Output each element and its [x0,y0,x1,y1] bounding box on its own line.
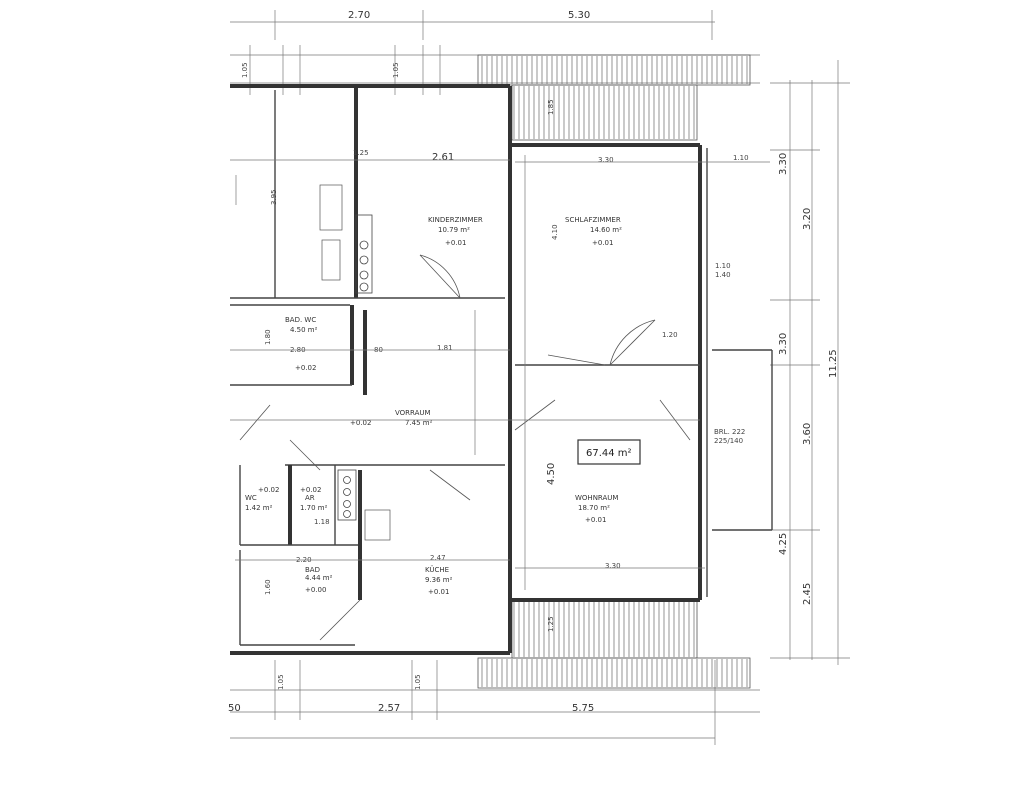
room-bad-wc: BAD. WC 4.50 m² +0.02 [285,316,318,372]
dim-right-2-45: 2.45 [802,583,813,605]
room-schlafzimmer: SCHLAFZIMMER 14.60 m² +0.01 [565,216,622,247]
dimension-lines-right: 3.30 3.20 3.30 11.25 3.60 4.25 2.45 [770,60,850,665]
inner-walls [230,86,700,646]
dim-1-05-d: 1.05 [414,674,422,690]
outer-walls [230,84,708,655]
room-name-abstell: AR [305,494,315,502]
total-area: 67.44 m² [586,448,632,459]
total-area-box: 67.44 m² [577,439,641,465]
dim-1-20: 1.20 [662,331,678,339]
room-area-bad-wc: 4.50 m² [290,326,318,334]
dim-1-05-b: 1.05 [392,62,400,78]
dimension-lines-bottom: 50 2.57 5.75 1.05 1.05 [228,660,760,745]
dim-3-30-b: 3.30 [605,562,621,570]
dim-right-3-30-a: 3.30 [778,153,789,175]
dim-4-10: 4.10 [551,224,559,240]
room-kueche: KÜCHE 9.36 m² +0.01 [425,565,453,596]
room-wc: WC 1.42 m² +0.02 [245,486,279,512]
room-level-vorraum: +0.02 [350,419,371,427]
room-name-kueche: KÜCHE [425,565,449,574]
dim-1-60: 1.60 [264,579,272,595]
room-name-schlafzimmer: SCHLAFZIMMER [565,216,621,224]
dim-1-18: 1.18 [314,518,330,526]
dim-bottom-2-57: 2.57 [378,703,400,714]
dim-1-85: 1.85 [547,99,555,115]
room-name-wohnraum: WOHNRAUM [575,494,618,502]
room-level-abstell: +0.02 [300,486,321,494]
dim-3-30-a: 3.30 [598,156,614,164]
room-area-abstell: 1.70 m² [300,504,328,512]
dim-right-3-20: 3.20 [802,208,813,230]
dim-1-10: 1.10 [733,154,749,162]
room-level-wohnraum: +0.01 [585,516,606,524]
room-area-kinderzimmer: 10.79 m² [438,226,470,234]
room-level-kueche: +0.01 [428,588,449,596]
stove-fixtures [319,184,391,541]
dim-4-50: 4.50 [546,463,557,485]
room-abstell: AR 1.70 m² +0.02 [300,486,328,512]
room-level-bad2: +0.00 [305,586,326,594]
dim-2-47: 2.47 [430,554,446,562]
room-vorraum: VORRAUM 7.45 m² +0.02 [350,409,433,427]
room-area-kueche: 9.36 m² [425,576,453,584]
dim-right-4-25: 4.25 [778,533,789,555]
dim-right-11-25: 11.25 [828,349,839,378]
dim-right-3-30-b: 3.30 [778,333,789,355]
room-level-bad-wc: +0.02 [295,364,316,372]
room-level-wc: +0.02 [258,486,279,494]
room-area-wohnraum: 18.70 m² [578,504,610,512]
dim-1-25-b: 1.25 [547,616,555,632]
dim-bottom-50: 50 [228,703,241,714]
room-area-bad2: 4.44 m² [305,574,333,582]
room-bad2: BAD 4.44 m² +0.00 [305,566,333,594]
dim-top-5-30: 5.30 [568,10,590,21]
dim-1-05-c: 1.05 [277,674,285,690]
dim-1-81: 1.81 [437,344,453,352]
dim-1-80: 1.80 [264,329,272,345]
room-level-kinderzimmer: +0.01 [445,239,466,247]
room-name-wc: WC [245,494,257,502]
dim-1-05-a: 1.05 [241,62,249,78]
dim-right-3-60: 3.60 [802,423,813,445]
dim-top-2-70: 2.70 [348,10,370,21]
room-area-schlafzimmer: 14.60 m² [590,226,622,234]
room-name-bad2: BAD [305,566,320,574]
room-name-vorraum: VORRAUM [395,409,431,417]
room-level-schlafzimmer: +0.01 [592,239,613,247]
room-name-bad-wc: BAD. WC [285,316,316,324]
room-area-wc: 1.42 m² [245,504,273,512]
room-name-kinderzimmer: KINDERZIMMER [428,216,483,224]
dim-3-95: 3.95 [270,189,278,205]
hatched-balcony-top [477,54,751,141]
sketch-lines [230,155,770,590]
room-kinderzimmer: KINDERZIMMER 10.79 m² +0.01 [428,216,483,247]
dimension-lines-top: 2.70 5.30 1.05 1.05 [230,10,760,95]
dim-2-61: 2.61 [432,152,454,163]
dim-bottom-5-75: 5.75 [572,703,594,714]
room-wohnraum: WOHNRAUM 18.70 m² +0.01 [575,494,618,524]
hatched-balcony-bottom [477,599,751,689]
room-area-vorraum: 7.45 m² [405,419,433,427]
dim-1-25: 1.25 [353,149,369,157]
